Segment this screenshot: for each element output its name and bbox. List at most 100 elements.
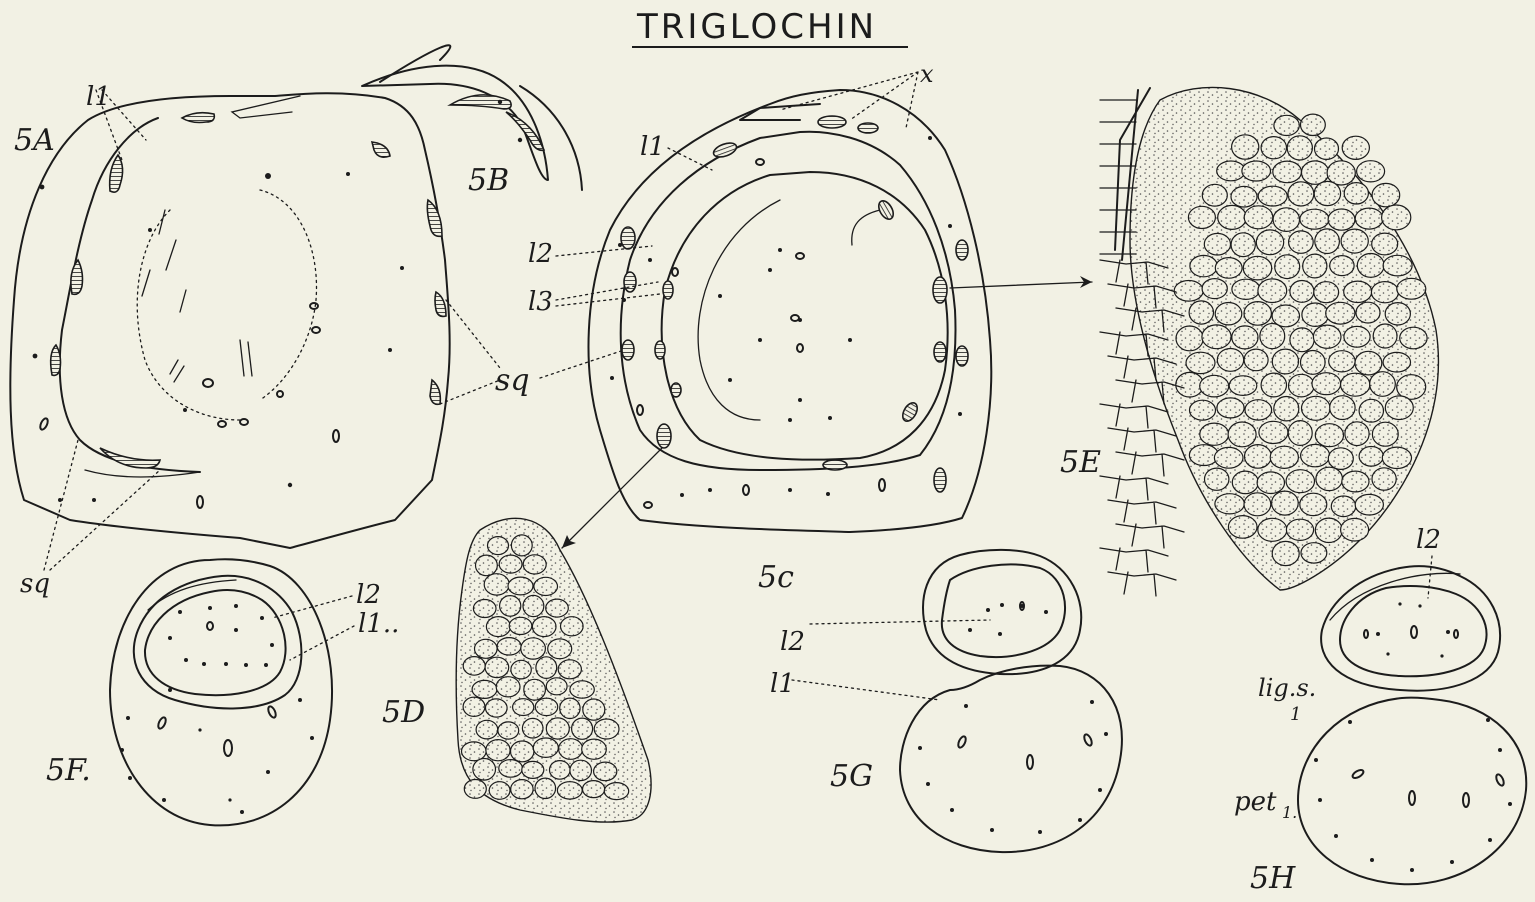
tissue-cell [1218,205,1247,229]
tissue-cell [1328,209,1355,230]
tissue-cell [513,699,534,716]
tissue-cell [1385,303,1410,325]
fig-5a-outline [10,93,449,548]
epidermal-cell-wall [1108,428,1176,452]
tissue-cell [1344,326,1370,347]
tissue-cell [472,680,497,698]
fig-5d-label: 5D [382,695,425,730]
tissue-cell [550,761,571,780]
figure-5a: 5A l1 sq [10,82,449,599]
epidermal-cell-wall [1108,500,1176,524]
tissue-cell [1314,282,1339,303]
tissue-cell [1229,376,1257,396]
tissue-cell [1217,161,1245,181]
tissue-cell [1275,255,1300,279]
figure-5f: 5F. l2 l1.. [46,559,399,825]
tissue-cell [1301,543,1327,563]
tissue-cell [476,720,498,739]
tissue-cell [558,660,581,679]
tissue-cell [1189,301,1213,324]
tissue-cell [1259,421,1288,443]
tissue-cell [1215,303,1242,325]
tissue-cell [1400,327,1427,349]
tissue-cell [1258,279,1287,303]
tissue-cell [1202,325,1231,349]
tissue-cell [582,739,607,759]
fig-5b-label: 5B [468,163,509,198]
tissue-cell [1190,255,1217,276]
fig-5a-squamule [182,113,214,123]
tissue-cell [1372,422,1398,446]
tissue-cell [498,722,519,739]
tissue-cell [523,555,546,574]
tissue-cell [1272,349,1298,374]
tissue-cell [484,574,509,595]
tissue-cell [511,741,534,762]
tissue-cell [1302,161,1329,184]
fig-5h-pet-subscript: 1. [1282,803,1297,822]
tissue-cell [1355,208,1383,229]
tissue-cell [500,596,521,617]
fig-5h-dots [1314,602,1512,872]
tissue-cell [1287,136,1312,160]
fig-5a-cortical-dots [33,172,404,508]
fig-5h-ligs-label: lig.s. [1258,674,1316,702]
tissue-cell [1289,231,1314,253]
fig-5a-notch [232,96,300,118]
tissue-cell [1356,302,1380,323]
tissue-cell [557,782,582,799]
fig-5h-l2-label: l2 [1416,525,1441,555]
tissue-cell [1355,351,1382,375]
tissue-cell [536,657,557,679]
tissue-cell [594,762,617,781]
fig-5g-l1-label: l1 [770,669,795,699]
tissue-cell [1215,258,1242,279]
fig-5f-outline [110,559,332,825]
tissue-cell [546,678,567,695]
tissue-cell [1260,324,1285,349]
epidermal-cell-wall [1100,404,1168,428]
tissue-cell [1244,349,1268,371]
arrow-to-5d [562,448,662,548]
tissue-cell [1232,326,1258,349]
tissue-cell [1314,181,1340,205]
tissue-cell [1302,396,1331,420]
tissue-cell [1272,541,1299,565]
tissue-cell [1383,352,1410,372]
tissue-cell [1357,161,1385,182]
tissue-cell [560,698,580,718]
fig-5a-vascular-bundles [137,173,320,427]
tissue-cell [583,781,605,798]
tissue-cell [511,535,532,556]
fig-5g-dots [918,602,1108,834]
tissue-cell [1244,302,1271,326]
tissue-cell [1355,494,1383,515]
tissue-cell [1261,137,1286,159]
tissue-cell [1232,471,1258,494]
tissue-cell [1341,373,1370,396]
tissue-cell [524,679,546,700]
tissue-cell [509,617,532,634]
fig-5f-l2-label: l2 [356,580,381,610]
fig-5c-l3-leader [556,282,660,306]
fig-5a-squamule [372,142,390,157]
fig-5c-sq-label: sq [495,363,530,398]
tissue-cell [1232,135,1259,159]
fig-5h-inner-leaf [1340,586,1486,676]
tissue-cell [572,718,593,739]
tissue-cell [1273,208,1299,232]
fig-5a-squamule [71,260,83,294]
tissue-cell [1272,491,1299,515]
tissue-cell [535,698,557,715]
tissue-cell [462,742,487,761]
tissue-cell [1301,444,1330,466]
fig-5c-l1-leader [668,148,712,170]
fig-5g-leaf [923,550,1081,674]
tissue-cell [1385,396,1413,420]
tissue-cell [1243,256,1271,280]
epidermal-cell-wall [1108,572,1176,596]
tissue-cell [463,697,485,716]
tissue-cell [1301,351,1326,375]
fig-5c-l2-label: l2 [528,239,553,269]
fig-5g-l1-leader [792,680,940,700]
